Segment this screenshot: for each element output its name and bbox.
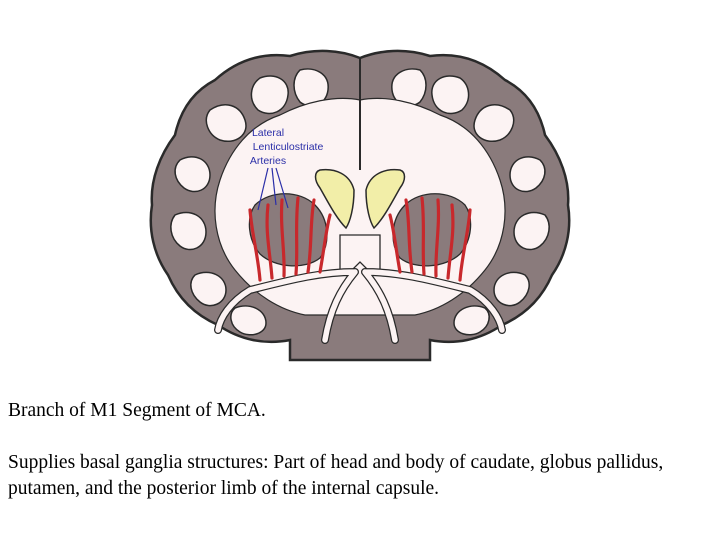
label-line-1: Lateral [252, 127, 284, 139]
right-sulci [391, 68, 550, 336]
right-basal-ganglia [392, 193, 472, 267]
label-line-3: Arteries [250, 155, 286, 167]
left-basal-ganglia [248, 193, 328, 267]
caption: Branch of M1 Segment of MCA. Supplies ba… [8, 398, 712, 502]
right-lateral-ventricle [365, 168, 406, 230]
left-sulci [170, 68, 329, 336]
brain-coronal-section-diagram: Lateral Lenticulostriate Arteries [149, 49, 571, 362]
middle-cerebral-arteries [214, 268, 506, 344]
caption-line-1: Branch of M1 Segment of MCA. [8, 400, 266, 421]
caption-line-2: Supplies basal ganglia structures: Part … [8, 452, 664, 499]
label-line-2: Lenticulostriate [253, 141, 324, 153]
left-lateral-ventricle [314, 168, 355, 230]
lenticulostriate-arteries [248, 196, 472, 282]
label-pointers [257, 167, 289, 211]
caption-spacer [8, 424, 712, 450]
